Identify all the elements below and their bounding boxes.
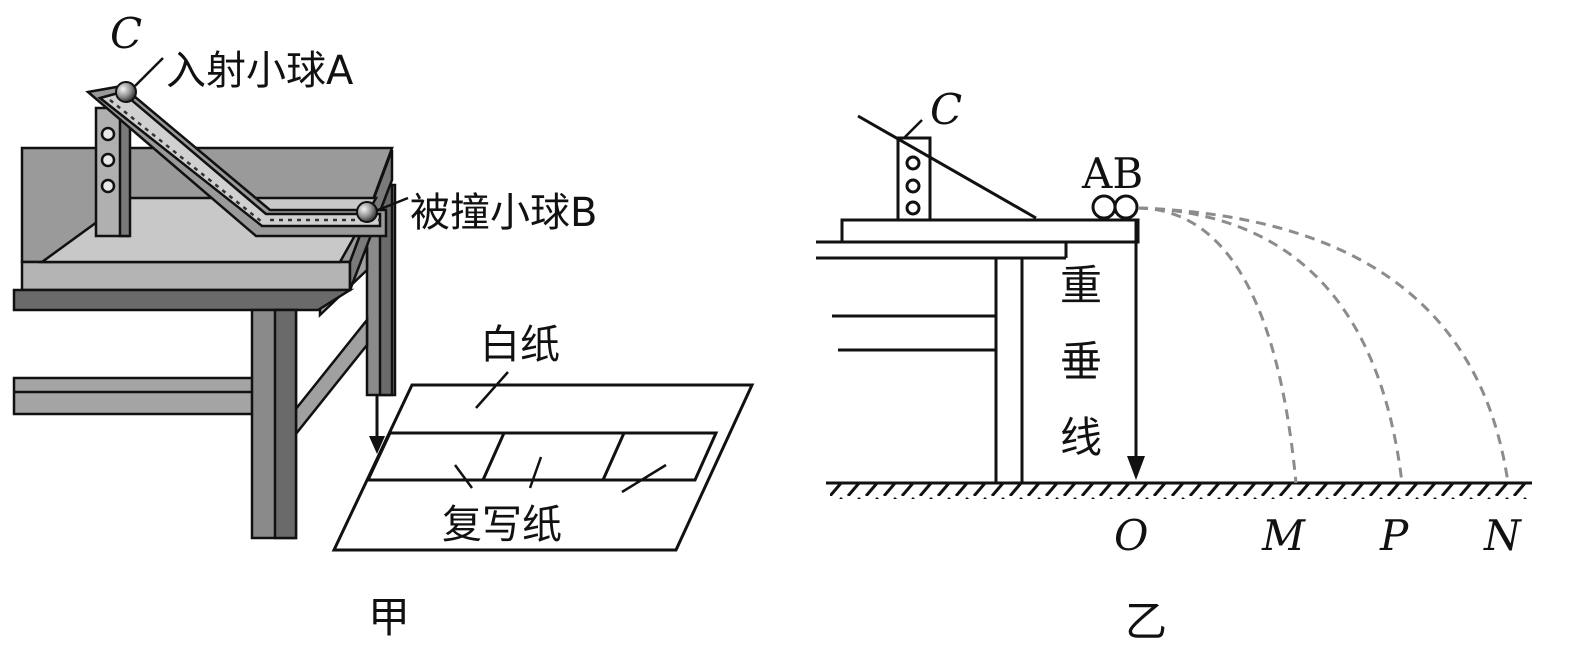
label-point-n: N	[1483, 511, 1522, 560]
label-c-a: C	[110, 9, 142, 58]
label-incident-ball-a: 入射小球A	[166, 48, 354, 94]
stand-post	[94, 106, 132, 238]
label-plumb-1: 重	[1060, 261, 1102, 310]
label-carbon-paper: 复写纸	[442, 502, 562, 548]
label-point-m: M	[1261, 511, 1306, 560]
label-point-o: O	[1114, 511, 1148, 560]
trajectories	[1137, 206, 1510, 484]
trajectory-m	[1137, 206, 1298, 484]
balls-ab	[1091, 194, 1139, 220]
label-plumb-3: 线	[1060, 413, 1102, 462]
ground	[826, 481, 1532, 499]
trajectory-p	[1137, 206, 1404, 484]
table-front-leg	[250, 308, 298, 540]
table-crossbar	[12, 376, 256, 416]
incident-ball-a	[115, 81, 137, 103]
table-side-view	[816, 218, 1140, 485]
figure-b: C AB 重 垂 线 O M P N 乙	[816, 85, 1532, 646]
caption-b: 乙	[1125, 597, 1167, 646]
stand-side-view	[857, 114, 1037, 222]
paper-sheets	[331, 383, 755, 552]
label-point-p: P	[1379, 511, 1409, 560]
leader-lines-a	[134, 57, 667, 494]
carbon-paper	[365, 431, 719, 482]
plumb-line	[1127, 220, 1145, 480]
label-target-ball-b: 被撞小球B	[410, 190, 597, 236]
label-plumb-2: 垂	[1060, 337, 1102, 386]
caption-a: 甲	[368, 593, 410, 642]
label-ab: AB	[1081, 149, 1143, 198]
label-white-paper: 白纸	[480, 322, 560, 368]
label-c-b: C	[930, 85, 962, 134]
figure-a: C 入射小球A 被撞小球B 白纸 复写纸 甲	[12, 9, 755, 642]
trajectory-n	[1137, 206, 1510, 484]
plumb-arrow-a	[369, 395, 385, 454]
target-ball-b	[356, 201, 378, 223]
